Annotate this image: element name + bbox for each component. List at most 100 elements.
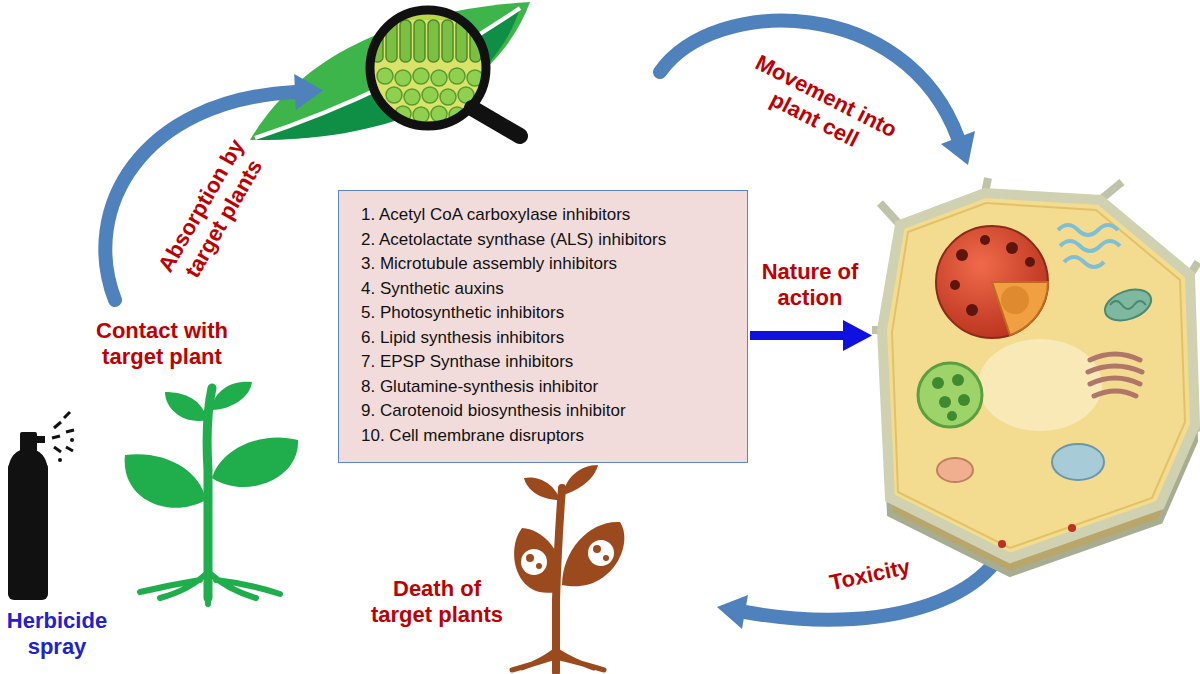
- plant-cell: [882, 193, 1195, 558]
- list-item: 9. Carotenoid biosynthesis inhibitor: [361, 399, 725, 424]
- dead-plant: [512, 650, 604, 670]
- magnifier: [370, 10, 520, 136]
- step-label: Toxicity: [813, 551, 926, 600]
- movement-arrow: [941, 131, 975, 165]
- list-item: 4. Synthetic auxins: [361, 277, 725, 302]
- magnifier: [442, 20, 453, 62]
- action-arrow: [843, 320, 872, 351]
- plant-cell: [952, 374, 964, 386]
- dead-plant: [512, 465, 624, 672]
- plant-cell: [872, 178, 1198, 574]
- dead-plant: [593, 545, 601, 553]
- absorption-arrow: [105, 74, 323, 300]
- spray-can: [66, 430, 74, 432]
- magnifier: [472, 108, 520, 136]
- healthy-plant: [165, 392, 207, 421]
- step-label: Herbicide spray: [4, 608, 110, 661]
- spray-can: [8, 462, 48, 600]
- plant-cell: [1001, 286, 1029, 314]
- magnifier: [449, 68, 465, 84]
- magnifier: [440, 89, 456, 105]
- list-item: 3. Microtubule assembly inhibitors: [361, 252, 725, 277]
- dead-plant: [588, 540, 614, 566]
- plant-cell: [936, 226, 1048, 338]
- plant-cell: [892, 203, 1185, 548]
- leaf: [255, 8, 520, 138]
- step-label: Movement into plant cell: [732, 46, 907, 170]
- dead-plant: [562, 522, 624, 586]
- step-label: Absorption by target plants: [148, 125, 279, 299]
- plant-cell: [1068, 524, 1076, 532]
- spray-can: [70, 438, 74, 442]
- plant-cell: [980, 235, 990, 245]
- plant-cell: [1110, 301, 1146, 309]
- toxicity-arrow: [717, 595, 748, 629]
- list-item: 7. EPSP Synthase inhibitors: [361, 350, 725, 375]
- healthy-plant: [125, 382, 298, 604]
- plant-cell: [947, 411, 957, 421]
- magnifier: [422, 87, 438, 103]
- list-item: 5. Photosynthetic inhibitors: [361, 301, 725, 326]
- plant-cell: [1006, 242, 1018, 254]
- spray-can: [66, 447, 73, 451]
- magnifier: [428, 20, 439, 62]
- list-item: 8. Glutamine-synthesis inhibitor: [361, 375, 725, 400]
- plant-cell: [1025, 257, 1035, 267]
- plant-cell: [1052, 444, 1104, 480]
- step-label: Contact with target plant: [72, 318, 252, 371]
- dead-plant: [526, 554, 534, 562]
- absorption-arrow: [105, 92, 295, 300]
- spray-can: [52, 436, 60, 438]
- healthy-plant: [207, 388, 212, 598]
- plant-cell: [932, 377, 944, 389]
- plant-cell: [998, 540, 1006, 548]
- list-item: 1. Acetyl CoA carboxylase inhibitors: [361, 203, 725, 228]
- leaf: [250, 2, 530, 140]
- magnifier: [414, 20, 425, 62]
- magnifier: [395, 70, 411, 86]
- healthy-plant: [212, 437, 298, 487]
- plant-cell: [956, 249, 968, 261]
- magnifier: [431, 70, 447, 86]
- plant-cell: [992, 282, 1048, 335]
- dead-plant: [514, 528, 560, 593]
- magnifier: [404, 89, 420, 105]
- leaf: [250, 2, 530, 140]
- plant-cell: [918, 363, 982, 427]
- magnifier: [386, 87, 402, 103]
- dead-plant: [536, 563, 542, 569]
- plant-cell: [1058, 225, 1120, 267]
- spray-can: [35, 436, 45, 443]
- dead-plant: [521, 549, 547, 575]
- spray-can: [54, 447, 61, 452]
- spray-can: [58, 458, 62, 462]
- dead-plant: [563, 465, 598, 495]
- healthy-plant: [211, 382, 252, 410]
- magnifier: [377, 68, 393, 84]
- plant-cell: [1101, 284, 1156, 327]
- spray-can: [8, 412, 74, 600]
- list-item: 2. Acetolactate synthase (ALS) inhibitor…: [361, 228, 725, 253]
- list-item: 6. Lipid synthesis inhibitors: [361, 326, 725, 351]
- spray-can: [54, 422, 61, 428]
- plant-cell: [950, 280, 960, 290]
- healthy-plant: [140, 572, 280, 604]
- plant-cell: [1088, 354, 1142, 396]
- list-box: 1. Acetyl CoA carboxylase inhibitors2. A…: [338, 190, 748, 463]
- magnifier: [413, 68, 429, 84]
- plant-cell: [937, 458, 973, 482]
- plant-cell: [958, 394, 970, 406]
- step-label: Nature of action: [750, 259, 870, 312]
- plant-cell: [939, 396, 951, 408]
- action-arrow: [750, 320, 872, 351]
- leaf: [255, 8, 520, 140]
- magnifier: [400, 20, 411, 62]
- action-arrow: [750, 331, 845, 340]
- step-label: Death of target plants: [362, 576, 512, 629]
- dead-plant: [603, 555, 609, 561]
- healthy-plant: [125, 454, 206, 508]
- spray-can: [64, 412, 70, 418]
- list-item: 10. Cell membrane disruptors: [361, 424, 725, 449]
- dead-plant: [524, 477, 560, 500]
